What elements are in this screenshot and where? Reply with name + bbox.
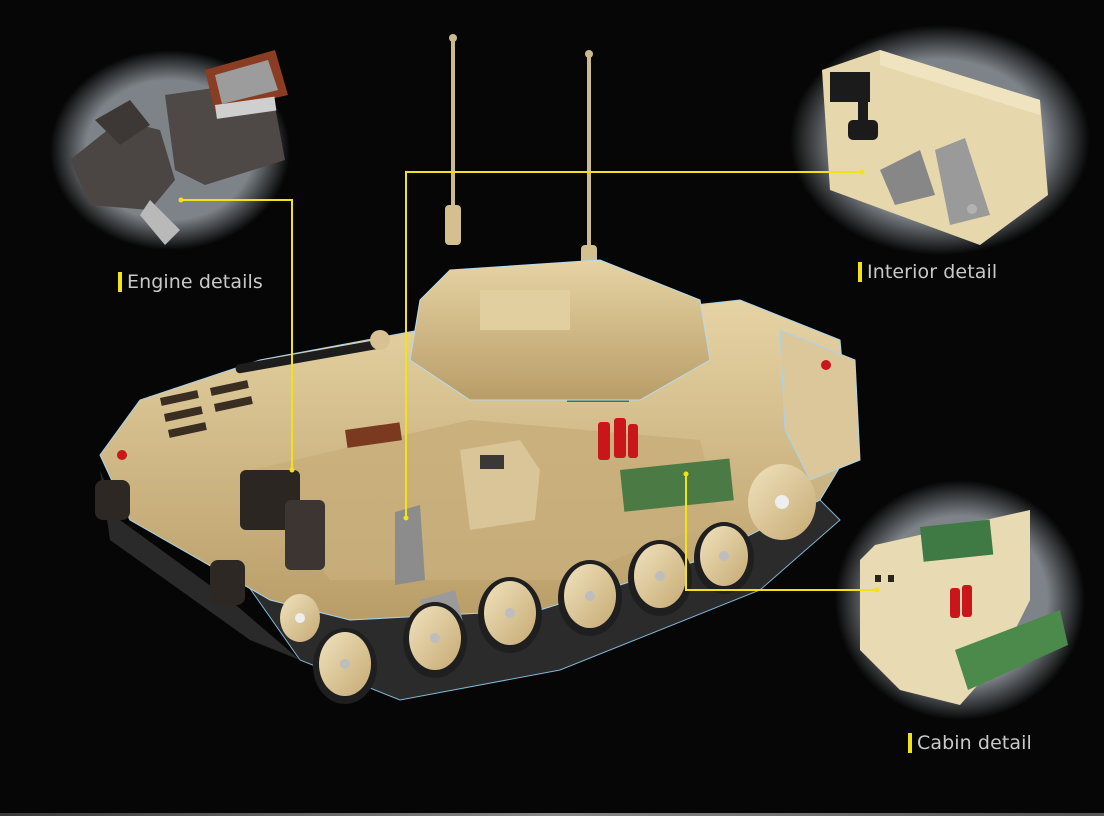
- engine-inset: [50, 50, 290, 250]
- yellow-bar-marker-icon: [858, 262, 862, 282]
- antenna-right: [581, 50, 597, 280]
- tank-turret: [235, 259, 711, 401]
- engine-details-text: Engine details: [127, 271, 263, 293]
- antenna-left: [445, 34, 461, 245]
- interior-leader-line: [405, 171, 862, 518]
- interior-inset: [790, 25, 1090, 255]
- yellow-bar-marker-icon: [908, 733, 912, 753]
- engine-leader-line: [181, 199, 293, 470]
- bottom-edge-divider: [0, 813, 1104, 816]
- road-wheels: [280, 464, 816, 704]
- callout-label-interior: Interior detail: [858, 261, 997, 283]
- yellow-bar-marker-icon: [118, 272, 122, 292]
- interior-detail-text: Interior detail: [867, 261, 998, 283]
- callout-dots: [178, 169, 880, 593]
- cabin-detail-text: Cabin detail: [917, 732, 1032, 754]
- callout-lines: [181, 171, 877, 591]
- cabin-leader-line: [685, 474, 877, 591]
- callout-label-engine: Engine details: [118, 271, 263, 293]
- callout-label-cabin: Cabin detail: [908, 732, 1032, 754]
- cabin-inset: [835, 480, 1085, 720]
